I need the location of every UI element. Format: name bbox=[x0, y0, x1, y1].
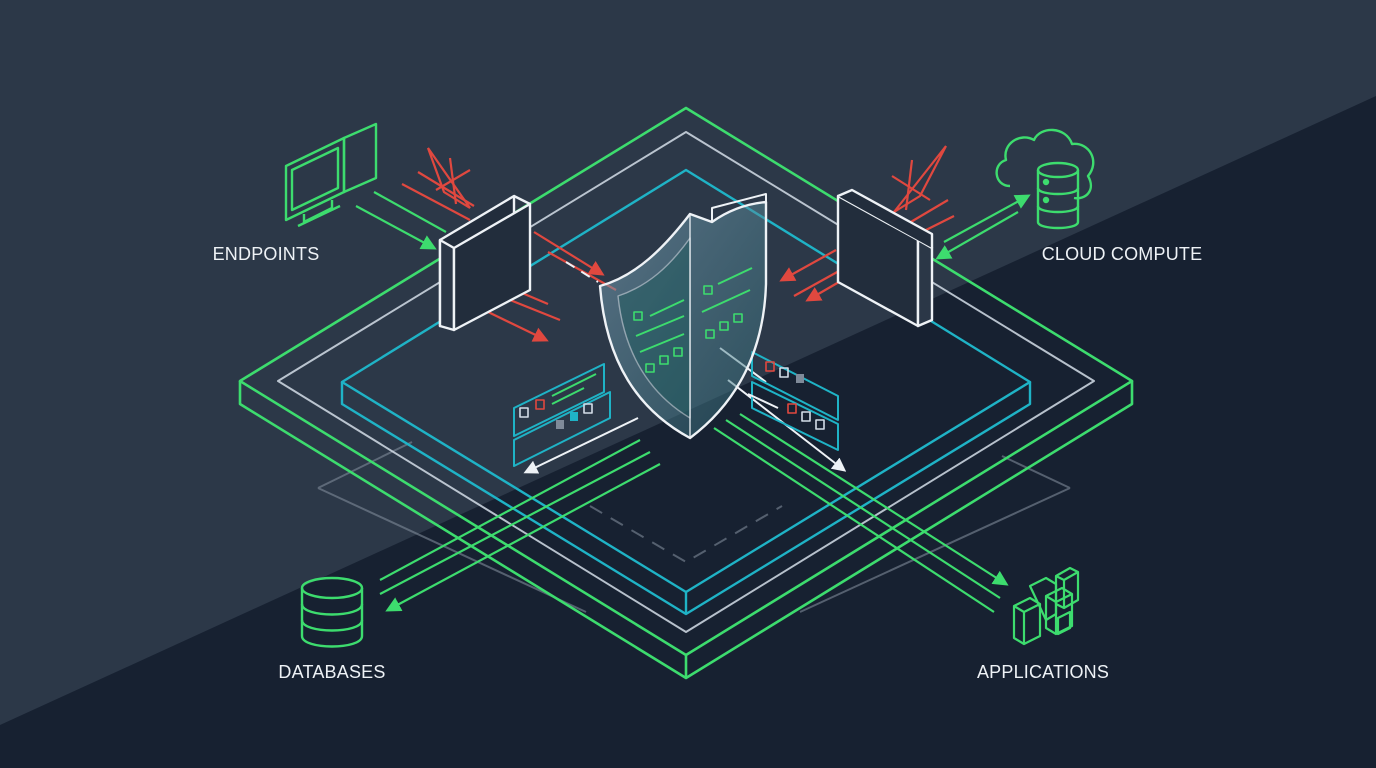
firewall-panel-left bbox=[438, 194, 532, 332]
data-panel-right bbox=[747, 351, 839, 451]
green-flow-lines bbox=[355, 191, 1031, 613]
cloud-server-icon bbox=[995, 128, 1095, 230]
databases-label: DATABASES bbox=[278, 662, 386, 682]
applications-label: APPLICATIONS bbox=[976, 662, 1110, 682]
outer-platform bbox=[238, 106, 1134, 680]
firewall-panel-right bbox=[836, 188, 934, 328]
endpoints-label: ENDPOINTS bbox=[212, 244, 320, 264]
threat-marker-left-icon bbox=[426, 147, 471, 209]
threat-marker-right-icon bbox=[891, 145, 947, 213]
cloud-compute-label: CLOUD COMPUTE bbox=[1041, 244, 1203, 264]
data-panel-left bbox=[513, 363, 611, 467]
app-blocks-icon bbox=[1012, 566, 1080, 646]
monitor-icon bbox=[284, 122, 378, 228]
base-layer-outline bbox=[317, 441, 1071, 613]
database-icon bbox=[300, 576, 364, 648]
shield-icon bbox=[598, 193, 768, 440]
